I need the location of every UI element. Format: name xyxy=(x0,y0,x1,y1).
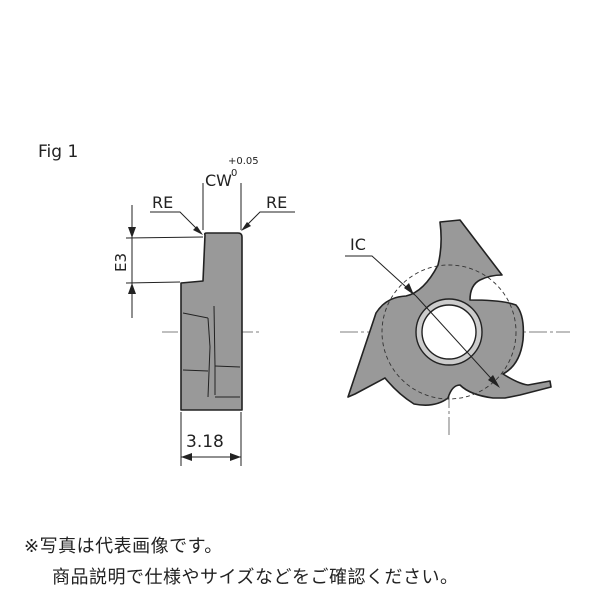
e3-arrow-bottom xyxy=(128,283,136,294)
ic-arrow-end xyxy=(488,375,500,388)
front-view: IC xyxy=(340,219,570,437)
figure-caption: Fig 1 xyxy=(38,142,78,162)
re-right-label: RE xyxy=(266,193,287,212)
side-view-inner-lines xyxy=(182,305,241,398)
side-view: CW +0.05 0 RE RE E3 xyxy=(112,156,295,466)
e3-arrow-top xyxy=(128,227,136,238)
e3-label: E3 xyxy=(112,253,130,272)
cw-tolerance-upper: +0.05 xyxy=(228,156,259,167)
thickness-arrow-right xyxy=(230,453,241,461)
ic-arrow-start xyxy=(404,283,414,295)
re-left-arrow xyxy=(193,226,203,235)
cw-tolerance-lower: 0 xyxy=(231,168,237,179)
disclaimer-line-2: 商品説明で仕様やサイズなどをご確認ください。 xyxy=(52,567,459,588)
thickness-label: 3.18 xyxy=(186,432,224,452)
side-view-body xyxy=(180,232,243,411)
re-right-arrow xyxy=(241,222,251,231)
ic-leader xyxy=(345,255,417,297)
cw-label: CW xyxy=(205,171,232,190)
ic-label: IC xyxy=(350,235,366,254)
e3-dimension xyxy=(125,205,204,318)
cw-dimension xyxy=(202,183,242,230)
re-left-label: RE xyxy=(152,193,173,212)
thickness-arrow-left xyxy=(181,453,192,461)
re-leaders xyxy=(150,211,295,234)
ic-diameter-line xyxy=(415,295,499,387)
disclaimer-line-1: ※写真は代表画像です。 xyxy=(24,536,223,557)
front-view-ic-circle xyxy=(381,264,517,400)
